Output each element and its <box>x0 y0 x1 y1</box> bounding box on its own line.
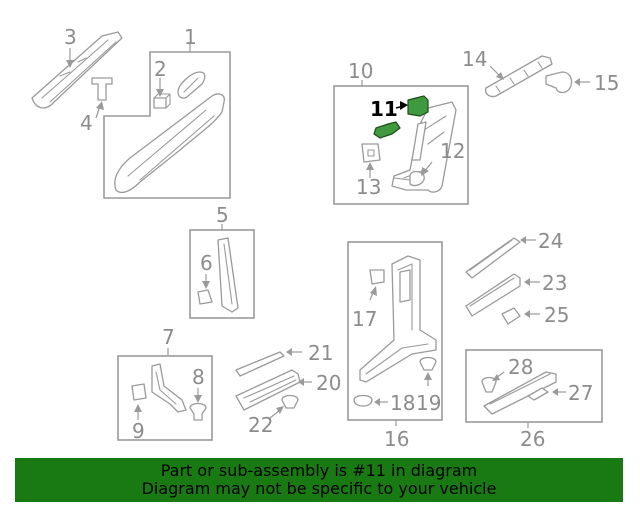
callout-28: 28 <box>508 355 533 379</box>
part-17-clip[interactable] <box>369 269 385 285</box>
group-16-b-pillar-lower <box>347 241 443 426</box>
group-10-box <box>333 85 469 205</box>
group-7-box <box>117 355 213 441</box>
group-5-pillar-trim <box>189 224 255 319</box>
callout-9: 9 <box>132 419 145 443</box>
callout-18: 18 <box>390 391 415 415</box>
part-22-clip[interactable] <box>281 394 299 409</box>
part-4-screw[interactable] <box>91 77 113 101</box>
group-14-15 <box>484 55 590 98</box>
part-3-weatherstrip[interactable] <box>31 31 123 109</box>
callout-13: 13 <box>356 175 381 199</box>
group-20-22-scuff <box>235 348 312 419</box>
group-1-box <box>103 51 231 199</box>
group-1-a-pillar <box>103 44 231 199</box>
part-19-push-pin[interactable] <box>419 356 437 371</box>
part-11-clip-highlighted[interactable] <box>407 95 429 117</box>
callout-7: 7 <box>162 325 175 349</box>
info-banner: Part or sub-assembly is #11 in diagram D… <box>15 458 623 502</box>
group-16-box <box>347 241 443 421</box>
part-18-grommet[interactable] <box>353 394 373 407</box>
group-23-25 <box>465 236 540 325</box>
group-26-box <box>465 349 603 423</box>
callout-27: 27 <box>568 381 593 405</box>
group-3-4 <box>31 31 123 119</box>
part-6-clip[interactable] <box>197 289 213 305</box>
callout-6: 6 <box>200 251 213 275</box>
part-21-scuff-strip[interactable] <box>235 351 285 377</box>
callout-labels: 1 2 3 4 5 6 7 8 9 10 11 12 13 14 15 16 1… <box>64 25 619 451</box>
part-27-clip[interactable] <box>527 387 549 401</box>
callout-3: 3 <box>64 25 77 49</box>
callout-11-highlighted: 11 <box>370 97 398 121</box>
part-28-screw[interactable] <box>481 376 497 393</box>
part-15-bolt[interactable] <box>545 71 573 94</box>
callout-21: 21 <box>308 341 333 365</box>
callout-12: 12 <box>440 139 465 163</box>
callout-25: 25 <box>544 303 569 327</box>
callout-10: 10 <box>348 59 373 83</box>
part-9-clip[interactable] <box>131 383 147 401</box>
banner-line-1: Part or sub-assembly is #11 in diagram <box>160 461 478 480</box>
part-16-lower-trim[interactable] <box>359 255 437 383</box>
callout-19: 19 <box>416 391 441 415</box>
callout-26: 26 <box>520 427 545 451</box>
callout-4: 4 <box>80 111 93 135</box>
callout-8: 8 <box>192 365 205 389</box>
part-23-scuff[interactable] <box>465 273 521 317</box>
part-24-strip[interactable] <box>465 237 521 279</box>
part-8-push-pin[interactable] <box>189 402 207 421</box>
part-25-clip[interactable] <box>501 307 521 325</box>
callout-5: 5 <box>216 203 229 227</box>
part-11-clip-lower-highlighted[interactable] <box>373 121 401 139</box>
part-7-bracket[interactable] <box>151 363 187 413</box>
callout-22: 22 <box>248 413 273 437</box>
part-13-clip[interactable] <box>361 143 381 163</box>
group-10-b-pillar-upper <box>333 80 469 205</box>
callout-1: 1 <box>184 25 197 49</box>
callout-16: 16 <box>384 427 409 451</box>
callout-23: 23 <box>542 271 567 295</box>
banner-line-2: Diagram may not be specific to your vehi… <box>141 479 497 498</box>
group-7-bracket <box>117 348 213 441</box>
part-26-sill-plate[interactable] <box>483 371 557 415</box>
group-26-sill <box>465 349 603 428</box>
part-14-weatherstrip-retainer[interactable] <box>484 55 553 98</box>
callout-2: 2 <box>154 57 167 81</box>
callout-14: 14 <box>462 47 487 71</box>
callout-17: 17 <box>352 307 377 331</box>
callout-20: 20 <box>316 371 341 395</box>
part-2-clip[interactable] <box>153 97 167 109</box>
part-1-a-pillar-trim[interactable] <box>114 93 225 194</box>
callout-15: 15 <box>594 71 619 95</box>
part-12-bolt[interactable] <box>409 170 425 187</box>
callout-24: 24 <box>538 229 563 253</box>
